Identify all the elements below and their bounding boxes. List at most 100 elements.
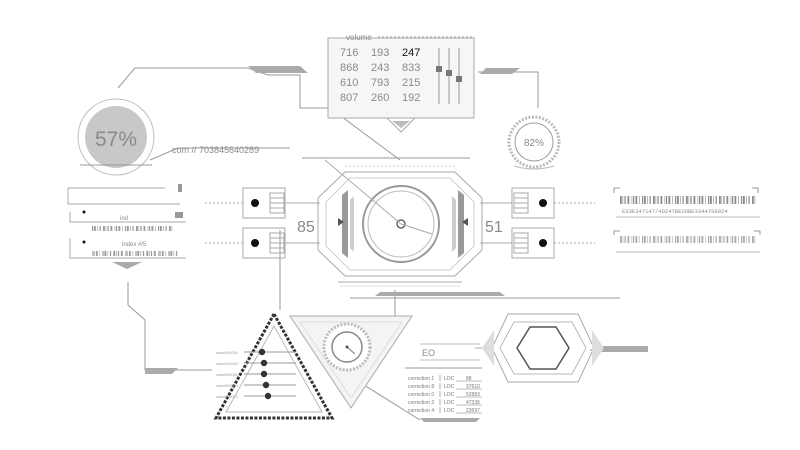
correction-value: 88 <box>466 376 472 382</box>
barcode-bar <box>102 251 104 256</box>
volume-cell: 793 <box>371 77 389 89</box>
barcode-bar <box>721 196 723 204</box>
barcode-bar <box>666 236 668 243</box>
barcode-bar <box>175 251 178 256</box>
barcode-bar <box>109 251 112 256</box>
barcode-bar <box>657 236 659 243</box>
correction-loc: LOC <box>444 384 455 390</box>
barcode-bar <box>103 226 105 231</box>
correction-value: 47336 <box>466 400 480 406</box>
volume-cell: 610 <box>340 77 358 89</box>
barcode-bar <box>642 236 644 243</box>
barcode-bar <box>132 226 134 231</box>
barcode-bar <box>726 196 729 204</box>
barcode-bar <box>730 196 732 204</box>
barcode-bar <box>664 196 666 204</box>
barcode-bar <box>92 226 94 231</box>
barcode-bar <box>165 251 167 256</box>
barcode-bar <box>655 196 657 204</box>
barcode-bar <box>149 226 151 231</box>
correction-loc: LOC <box>444 376 455 382</box>
barcode-bar <box>169 226 171 231</box>
barcode-bar <box>93 251 95 256</box>
barcode-bar <box>147 226 149 231</box>
barcode-bar <box>697 196 699 204</box>
barcode-bar <box>660 236 663 243</box>
barcode-bar <box>653 196 655 204</box>
barcode-bar <box>682 196 684 204</box>
slider-label: value000010 <box>216 395 238 399</box>
slider-knob[interactable] <box>264 392 272 400</box>
barcode-bar <box>173 251 175 256</box>
barcode-bar <box>666 196 668 204</box>
barcode-bar <box>128 251 131 256</box>
barcode-bar <box>672 196 673 204</box>
volume-cell: 192 <box>402 92 420 104</box>
correction-label: correction 0 <box>408 392 434 398</box>
gauge-right-label: 82% <box>524 138 544 149</box>
correction-loc: LOC <box>444 400 455 406</box>
barcode-bar <box>130 226 131 231</box>
barcode-bar <box>708 236 710 243</box>
volume-sliders[interactable] <box>436 48 462 104</box>
connector-accents <box>145 66 648 422</box>
slider-knob[interactable] <box>260 370 268 378</box>
volume-cell: 193 <box>371 47 389 59</box>
slider-label: value000000 <box>216 384 238 388</box>
correction-label: correction 4 <box>408 408 434 414</box>
volume-cell: 716 <box>340 47 358 59</box>
barcode-bar <box>159 251 161 256</box>
barcode-bar <box>165 226 167 231</box>
slider-label: value000081 <box>216 373 238 377</box>
barcode-bar <box>622 196 624 204</box>
barcode-bar <box>107 226 109 231</box>
center-module: 85 51 <box>205 159 595 287</box>
slider-knob[interactable] <box>258 348 266 356</box>
barcode-bar <box>754 236 756 243</box>
correction-value: 52883 <box>466 392 480 398</box>
barcode-bar <box>137 251 140 256</box>
gauge-right: 82% <box>507 115 561 170</box>
volume-title: volume <box>346 33 372 42</box>
barcode-bar <box>639 196 640 204</box>
volume-cell: 260 <box>371 92 389 104</box>
barcode-bar <box>160 226 162 231</box>
center-left-value: 85 <box>297 219 315 236</box>
barcode-bar <box>117 251 120 256</box>
barcode-bar <box>622 236 624 243</box>
barcode-bar <box>680 236 681 243</box>
barcode-bar <box>701 196 704 204</box>
barcode-bar <box>732 196 734 204</box>
triangle-sliders[interactable]: value000005value001000value000081value00… <box>216 348 296 400</box>
slider-knob[interactable] <box>262 381 270 389</box>
barcode-bar <box>675 196 677 204</box>
center-right-ports[interactable] <box>480 187 595 259</box>
barcode-bar <box>125 251 126 256</box>
correction-value: 37610 <box>466 384 480 390</box>
barcode-bar <box>690 236 692 243</box>
barcode-bar <box>132 251 134 256</box>
barcode-bar <box>715 236 717 243</box>
barcode-bar <box>647 236 648 243</box>
center-left-ports[interactable] <box>205 187 320 259</box>
barcode-bar <box>710 196 712 204</box>
barcode-bar <box>660 196 663 204</box>
barcode-bar <box>127 226 129 231</box>
barcode-bar <box>697 236 699 243</box>
correction-label: correction 1 <box>408 376 434 382</box>
slider-knob[interactable] <box>260 359 268 367</box>
barcode-bar <box>624 236 626 243</box>
barcode-bar <box>142 251 145 256</box>
barcode-bar <box>746 196 747 204</box>
barcode-bar <box>644 196 646 204</box>
barcode-bar <box>647 196 648 204</box>
barcode-bar <box>146 251 149 256</box>
barcode-bar <box>677 236 679 243</box>
barcode-bar <box>105 226 107 231</box>
barcode-bar <box>116 226 118 231</box>
barcode-bar <box>690 196 692 204</box>
barcode-bar <box>94 226 96 231</box>
barcode-bar <box>748 196 750 204</box>
